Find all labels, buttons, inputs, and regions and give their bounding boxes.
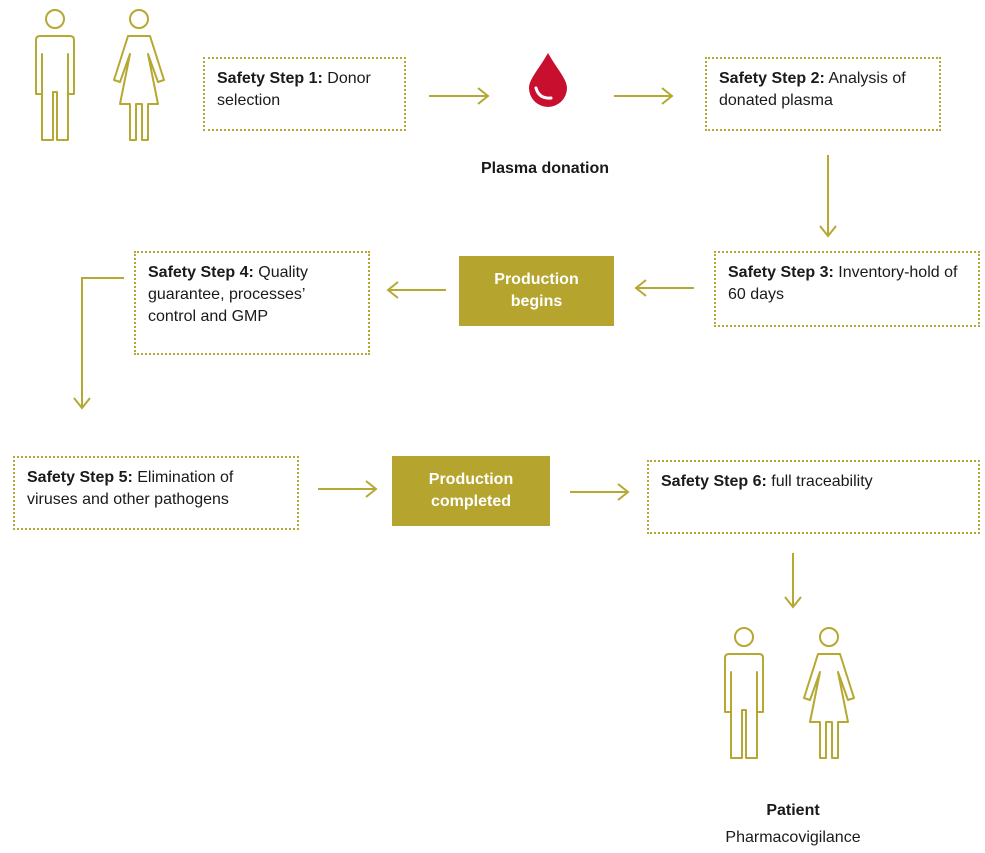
arrow-step2-to-step3 — [819, 155, 837, 238]
safety-step-6: Safety Step 6: full traceability — [647, 460, 980, 534]
arrow-step5-to-completed — [318, 480, 378, 498]
patient-caption: Patient — [766, 802, 820, 819]
arrow-step3-to-production — [634, 279, 694, 297]
step-label: Safety Step 4: — [148, 264, 254, 281]
patient-female-icon — [803, 627, 855, 759]
blood-drop-icon — [529, 53, 567, 107]
production-begins-label: Production begins — [494, 271, 579, 310]
safety-step-3: Safety Step 3: Inventory-hold of 60 days — [714, 251, 980, 327]
safety-step-1: Safety Step 1: Donor selection — [203, 57, 406, 131]
female-person-icon — [113, 9, 165, 141]
step-label: Safety Step 5: — [27, 469, 133, 486]
step-label: Safety Step 3: — [728, 264, 834, 281]
step-label: Safety Step 6: — [661, 473, 767, 490]
arrow-step4-to-step5 — [73, 277, 124, 410]
step-text: full traceability — [766, 473, 873, 490]
step-text: Analysis of donated plasma — [719, 70, 906, 109]
step-label: Safety Step 2: — [719, 70, 825, 87]
step-label: Safety Step 1: — [217, 70, 323, 87]
patient-male-icon — [724, 627, 764, 759]
arrow-production-to-step4 — [386, 281, 446, 299]
safety-step-2: Safety Step 2: Analysis of donated plasm… — [705, 57, 941, 131]
safety-step-5: Safety Step 5: Elimination of viruses an… — [13, 456, 299, 530]
production-begins-box: Production begins — [459, 256, 614, 326]
step-text: Inventory-hold of 60 days — [728, 264, 958, 303]
step-text: Quality guarantee, processes’ control an… — [148, 264, 309, 325]
arrow-completed-to-step6 — [570, 483, 630, 501]
step-text: Donor selection — [217, 70, 371, 109]
production-completed-label: Production completed — [428, 471, 514, 510]
arrow-plasma-to-step2 — [614, 87, 674, 105]
plasma-donation-caption: Plasma donation — [480, 160, 610, 177]
arrow-step6-to-patient — [784, 553, 802, 609]
safety-step-4: Safety Step 4: Quality guarantee, proces… — [134, 251, 370, 355]
male-person-icon — [35, 9, 75, 141]
step-text: Elimination of viruses and other pathoge… — [27, 469, 234, 508]
pharmacovigilance-caption: Pharmacovigilance — [725, 829, 861, 846]
arrow-step1-to-plasma — [429, 87, 490, 105]
production-completed-box: Production completed — [392, 456, 550, 526]
